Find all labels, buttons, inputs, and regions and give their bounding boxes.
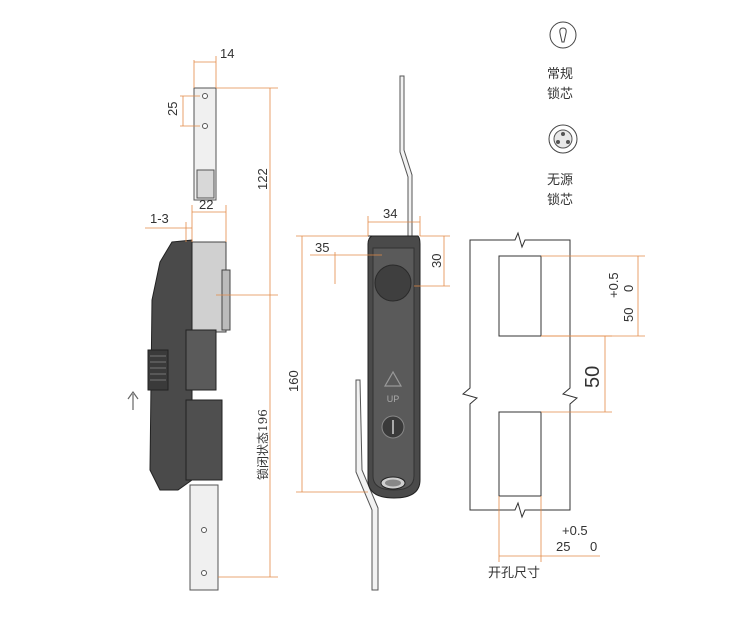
dim-tol-zero-bottom: 0 bbox=[590, 539, 597, 554]
bottom-rod bbox=[355, 379, 379, 591]
top-rod bbox=[399, 75, 413, 237]
side-body bbox=[149, 239, 193, 491]
grip-ridges bbox=[150, 355, 166, 381]
cam-block bbox=[191, 241, 227, 333]
cutout-caption: 开孔尺寸 bbox=[488, 566, 540, 581]
dim-30: 30 bbox=[429, 254, 444, 268]
dim-50-big: 50 bbox=[582, 366, 604, 388]
dim-1-3: 1-3 bbox=[150, 211, 169, 226]
dim-22: 22 bbox=[199, 197, 213, 212]
dim-14: 14 bbox=[220, 46, 234, 61]
dim-tol-plus-bottom: +0.5 bbox=[562, 523, 588, 538]
lower-strip bbox=[189, 484, 219, 591]
keyhole-icon bbox=[549, 21, 577, 49]
up-triangle-icon bbox=[383, 370, 403, 387]
legend-regular-line1: 常规 bbox=[547, 67, 573, 82]
cutout-dims: 50 +0.5 0 50 +0.5 25 0 开孔尺寸 bbox=[488, 255, 645, 581]
legend-passive-line1: 无源 bbox=[547, 173, 573, 188]
dim-25: 25 bbox=[165, 102, 180, 116]
strip-slot bbox=[196, 169, 215, 199]
bottom-slot-inner bbox=[385, 479, 401, 487]
strip-hole bbox=[201, 570, 207, 576]
up-label: UP bbox=[387, 394, 400, 404]
dim-25-bottom: 25 bbox=[556, 539, 570, 554]
legend-regular-line2: 锁芯 bbox=[547, 86, 573, 102]
dim-122: 122 bbox=[255, 168, 270, 190]
dim-34: 34 bbox=[383, 206, 397, 221]
front-dims: 34 35 30 160 bbox=[286, 206, 450, 493]
legend: 常规 锁芯 无源 锁芯 bbox=[547, 21, 578, 208]
up-arrow-icon bbox=[127, 390, 139, 410]
cutout-drawing bbox=[461, 231, 579, 519]
side-view bbox=[127, 87, 231, 591]
side-dims: 14 25 122 1-3 22 锁闭状态196 bbox=[145, 46, 278, 578]
legend-passive-line2: 锁芯 bbox=[547, 192, 573, 208]
strip-hole bbox=[202, 123, 208, 129]
dim-196: 锁闭状态196 bbox=[255, 409, 270, 480]
handle-knob bbox=[374, 264, 412, 302]
lower-body bbox=[185, 399, 223, 481]
strip-hole bbox=[202, 93, 208, 99]
panel-outline bbox=[461, 231, 579, 519]
dim-tol-plus: +0.5 bbox=[606, 272, 621, 298]
cutout-slot-top bbox=[498, 255, 542, 337]
dim-160: 160 bbox=[286, 370, 301, 392]
side-inner bbox=[185, 329, 217, 391]
triangle-core-icon bbox=[548, 124, 578, 154]
dim-50-side: 50 bbox=[621, 308, 636, 322]
cam-plate bbox=[221, 269, 231, 331]
cutout-slot-bottom bbox=[498, 411, 542, 497]
strip-hole bbox=[201, 527, 207, 533]
dim-35: 35 bbox=[315, 240, 329, 255]
dim-tol-zero: 0 bbox=[621, 285, 636, 292]
front-view: UP bbox=[355, 75, 421, 591]
